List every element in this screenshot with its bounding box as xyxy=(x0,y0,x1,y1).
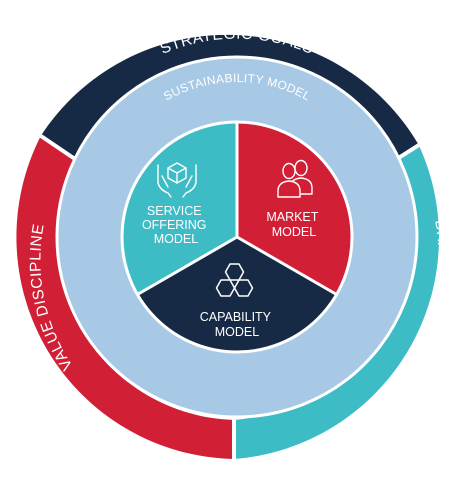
market-sector xyxy=(237,122,353,295)
value-discipline-segment xyxy=(16,135,234,459)
core-circle xyxy=(120,120,354,354)
service-offering-label: SERVICE OFFERING MODEL xyxy=(142,204,210,246)
market-label: MARKET MODEL xyxy=(266,210,321,239)
middle-ring-outline xyxy=(55,55,419,419)
capability-label: CAPABILITY MODEL xyxy=(200,310,275,339)
strategic-goals-segment xyxy=(40,34,419,167)
hexagons-icon xyxy=(215,263,254,297)
people-icon xyxy=(277,159,313,198)
service-offering-sector xyxy=(121,122,237,295)
hands-box-icon xyxy=(157,162,197,198)
